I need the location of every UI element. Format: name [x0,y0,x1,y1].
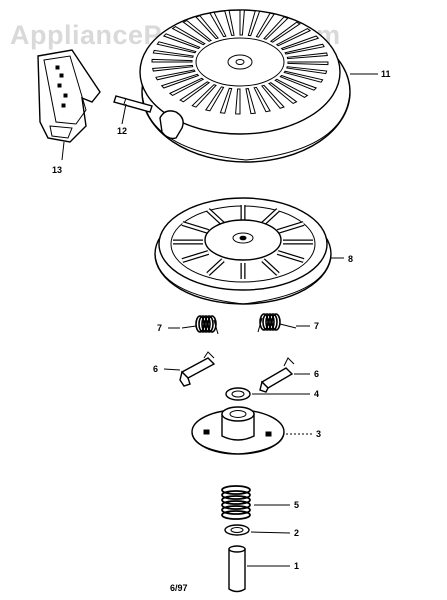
callout-3: 3 [316,429,321,439]
starter-handle [37,49,101,143]
callout-2: 2 [294,528,299,538]
callout-6-right: 6 [314,369,319,379]
housing-fins [151,9,329,115]
callout-5: 5 [294,500,299,510]
right-pawl [259,357,295,393]
callout-7-left: 7 [157,323,162,333]
left-spring [181,315,219,335]
pulley-spokes [173,205,313,279]
washer-small [224,524,250,536]
callout-13: 13 [52,165,62,175]
rewind-housing [139,9,351,163]
callout-12: 12 [117,126,127,136]
callout-4: 4 [314,389,319,399]
date-code: 6/97 [170,583,188,593]
right-spring [257,313,297,333]
callout-6-left: 6 [153,364,158,374]
starter-rope [113,95,153,113]
pulley [154,197,332,305]
callout-8: 8 [348,254,353,264]
callout-11: 11 [381,69,391,79]
retainer [191,406,285,455]
left-pawl [179,351,216,387]
coil-spring [221,485,251,520]
pin [228,545,246,593]
washer [225,387,251,401]
callout-7-right: 7 [314,321,319,331]
callout-1: 1 [294,561,299,571]
